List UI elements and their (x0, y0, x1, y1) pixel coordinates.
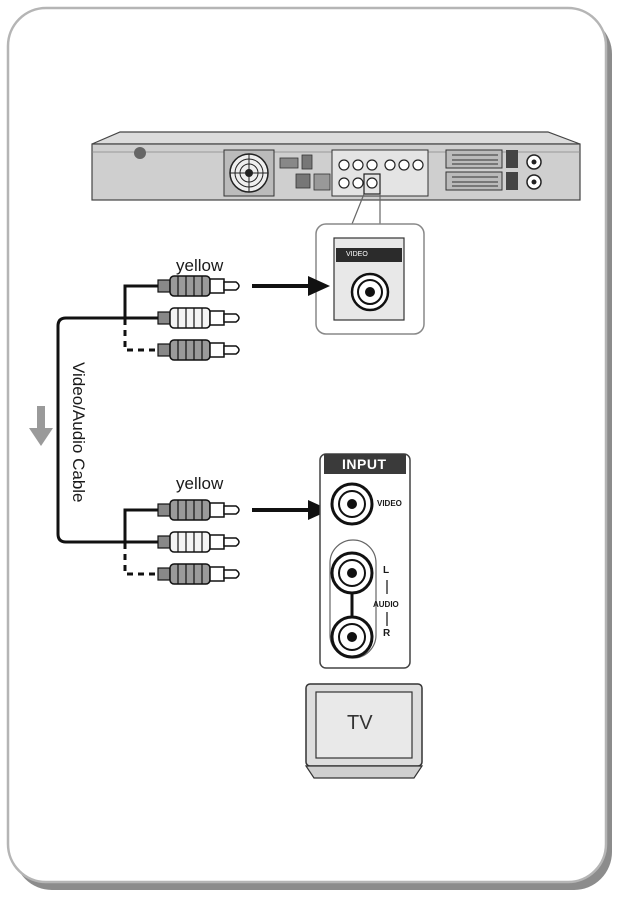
connection-arrows (252, 276, 330, 520)
cable-route (56, 284, 158, 544)
input-panel-title: INPUT (342, 456, 387, 472)
rca-plug-icon (157, 307, 240, 329)
lower-plug-color-label: yellow (176, 474, 224, 493)
upper-plug-color-label: yellow (176, 256, 224, 275)
rca-plug-icon (157, 531, 240, 553)
rca-plug-icon (157, 499, 240, 521)
rca-plug-icon (157, 275, 240, 297)
input-video-label: VIDEO (377, 499, 402, 508)
zoom-callout (315, 193, 425, 335)
tv-icon (304, 683, 424, 779)
direction-arrow-icon (29, 406, 53, 446)
tv-label: TV (347, 712, 373, 734)
recorder-av-jacks (331, 149, 429, 197)
input-audio-left-label: L (383, 565, 390, 576)
input-audio-label: AUDIO (373, 600, 399, 609)
rca-plug-icon (157, 339, 240, 361)
tv-input-panel (319, 453, 411, 669)
cable-label: Video/Audio Cable (69, 362, 88, 503)
rca-plug-icon (157, 563, 240, 585)
outer-frame (6, 6, 612, 890)
recorder-video-jack-label: VIDEO (346, 251, 368, 258)
rca-plugs (157, 275, 240, 585)
recorder-rear-panel (91, 131, 581, 201)
fan-icon (223, 149, 275, 197)
input-audio-right-label: R (383, 628, 391, 639)
